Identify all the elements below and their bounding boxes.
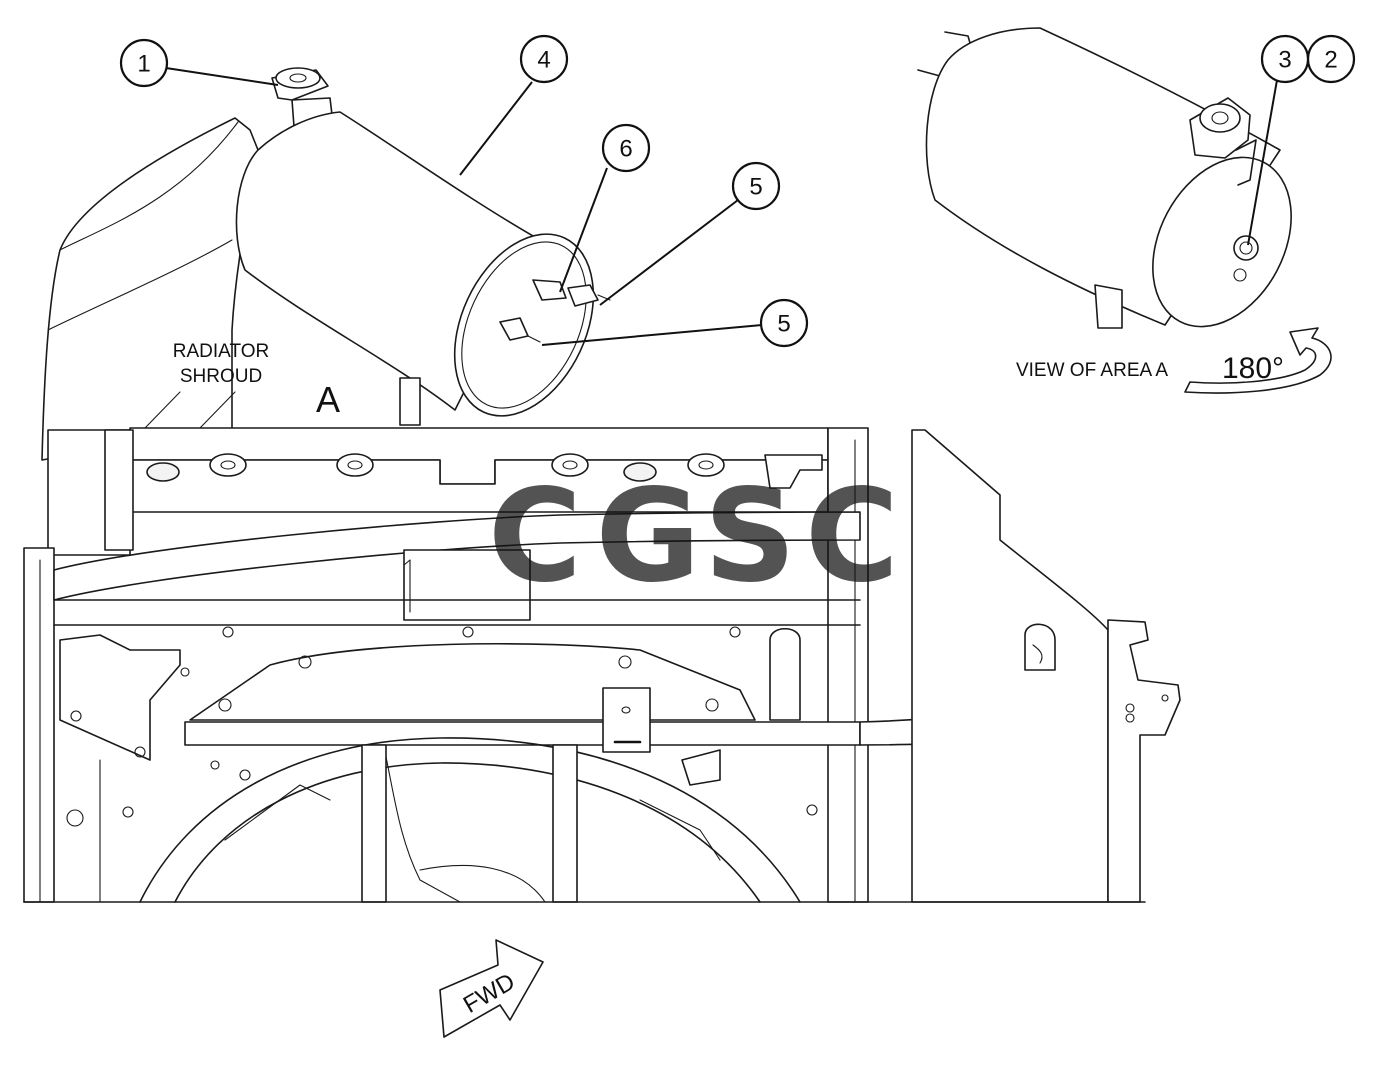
rotation-180-label: 180° (1222, 352, 1284, 385)
callout-3-label: 3 (1278, 47, 1291, 74)
callout-6-label: 6 (619, 136, 632, 163)
callout-3: 3 (1260, 34, 1310, 84)
frame-holes (146, 453, 725, 482)
callout-5-lower-label: 5 (777, 311, 790, 338)
callout-5-upper-label: 5 (749, 174, 762, 201)
callout-5-upper: 5 (731, 161, 781, 211)
callout-1-label: 1 (137, 51, 150, 78)
callout-1: 1 (119, 38, 169, 88)
watermark-letter-c1: C (488, 462, 582, 611)
radiator-shroud-label-line1: RADIATOR (173, 341, 269, 362)
callout-2: 2 (1306, 34, 1356, 84)
area-a-marker: A (316, 379, 340, 420)
callout-4-label: 4 (537, 47, 550, 74)
callout-2-label: 2 (1324, 47, 1337, 74)
radiator-shroud-assembly (23, 117, 1181, 903)
watermark-letter-s: S (704, 462, 796, 611)
radiator-shroud-label-line2: SHROUD (180, 366, 262, 387)
cgsc-watermark: C G S C (488, 462, 899, 611)
watermark-letter-g: G (595, 462, 700, 611)
view-of-area-a-label: VIEW OF AREA A (1016, 360, 1168, 381)
tank-fittings (499, 279, 611, 343)
forward-arrow (439, 939, 544, 1038)
rotation-arrow (1184, 327, 1332, 394)
reservoir-tank-main (235, 67, 611, 426)
reservoir-tank-detail-view (917, 27, 1292, 329)
leader-lines (144, 67, 1278, 429)
callout-4: 4 (519, 34, 569, 84)
callout-6: 6 (601, 123, 651, 173)
callout-5-lower: 5 (759, 298, 809, 348)
watermark-letter-c2: C (805, 462, 899, 611)
